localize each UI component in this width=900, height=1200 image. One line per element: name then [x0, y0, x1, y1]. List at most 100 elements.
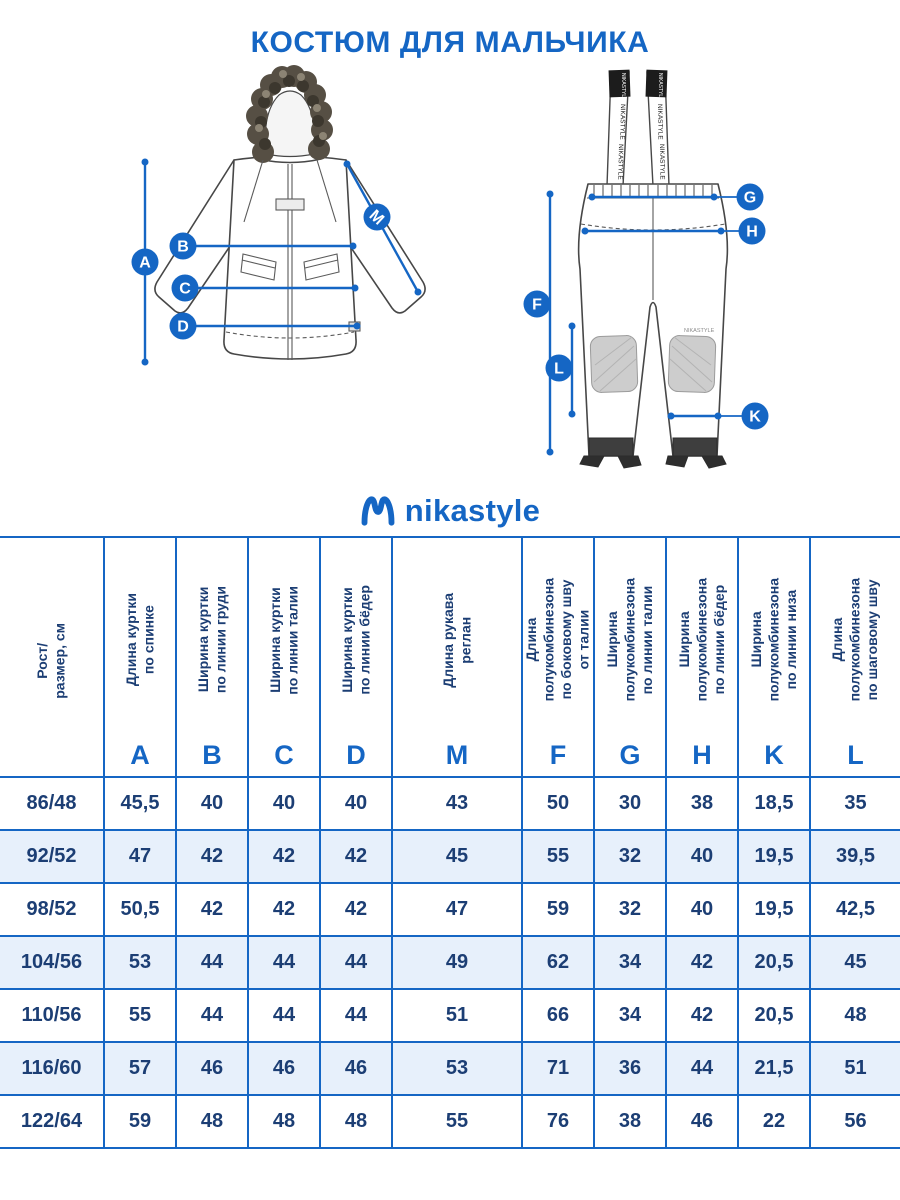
pants-diagram: NIKASTYLE NIKASTYLE NIKASTYLE NIKASTYLE …: [523, 69, 768, 469]
value-cell: 42: [249, 831, 321, 884]
column-header-c: Ширина куртки по линии талии C: [249, 538, 321, 778]
left-strap-text-2: NIKASTYLE: [616, 144, 624, 181]
badge-A-label: A: [139, 255, 151, 272]
table-row: 86/48 45,5 40 40 40 43 50 30 38 18,5 35: [0, 778, 900, 831]
column-header-h: Ширина полукомбинезона по линии бёдер H: [667, 538, 739, 778]
pants-leg-label: NIKASTYLE: [684, 328, 715, 334]
value-cell: 51: [393, 990, 523, 1043]
value-cell: 45: [393, 831, 523, 884]
right-suspender-patch: [645, 69, 667, 98]
value-cell: 46: [249, 1043, 321, 1096]
column-name: Ширина полукомбинезона по линии талии: [603, 578, 655, 702]
column-name: Ширина полукомбинезона по линии бёдер: [675, 578, 727, 702]
value-cell: 34: [595, 990, 667, 1043]
table-header: Рост/ размер, см Длина куртки по спинке …: [0, 538, 900, 778]
value-cell: 22: [739, 1096, 811, 1149]
value-cell: 55: [105, 990, 177, 1043]
value-cell: 45: [811, 937, 900, 990]
size-cell: 86/48: [0, 778, 105, 831]
size-cell: 98/52: [0, 884, 105, 937]
badge-G-label: G: [743, 190, 755, 207]
badge-A: [131, 248, 158, 276]
page-title: КОСТЮМ ДЛЯ МАЛЬЧИКА: [250, 26, 650, 59]
badge-D-label: D: [177, 319, 189, 336]
table-row: 116/60 57 46 46 46 53 71 36 44 21,5 51: [0, 1043, 900, 1096]
left-strap-text-1: NIKASTYLE: [618, 104, 626, 141]
column-name: Ширина куртки по линии груди: [194, 586, 229, 694]
badge-L: [545, 354, 572, 382]
brand-logo: nikastyle: [0, 486, 900, 536]
column-header-k: Ширина полукомбинезона по линии низа K: [739, 538, 811, 778]
column-header-d: Ширина куртки по линии бёдер D: [321, 538, 393, 778]
badge-F-label: F: [532, 297, 542, 314]
badge-L-label: L: [554, 361, 564, 378]
right-strap-text-1: NIKASTYLE: [656, 104, 664, 141]
column-name: Длина куртки по спинке: [122, 593, 157, 687]
value-cell: 42: [667, 937, 739, 990]
size-cell: 92/52: [0, 831, 105, 884]
right-patch-text: NIKASTYLE: [657, 73, 663, 101]
left-suspender-patch: [608, 69, 630, 98]
column-name: Длина рукава реглан: [439, 592, 474, 688]
column-letter: L: [847, 739, 864, 770]
badge-K: [741, 402, 768, 430]
value-cell: 44: [321, 990, 393, 1043]
cuffs: [578, 437, 727, 469]
jacket-chest-label: [274, 198, 305, 211]
row-header-cell: Рост/ размер, см: [0, 538, 105, 778]
table-row: 92/52 47 42 42 42 45 55 32 40 19,5 39,5: [0, 831, 900, 884]
value-cell: 42: [249, 884, 321, 937]
table-row: 110/56 55 44 44 44 51 66 34 42 20,5 48: [0, 990, 900, 1043]
jacket-right-pocket: [302, 253, 340, 281]
column-name: Ширина полукомбинезона по линии низа: [747, 578, 799, 702]
value-cell: 48: [249, 1096, 321, 1149]
measure-line-H: H: [581, 217, 765, 245]
value-cell: 38: [595, 1096, 667, 1149]
column-header-g: Ширина полукомбинезона по линии талии G: [595, 538, 667, 778]
value-cell: 44: [249, 937, 321, 990]
value-cell: 30: [595, 778, 667, 831]
value-cell: 47: [393, 884, 523, 937]
badge-B: [169, 232, 196, 260]
value-cell: 55: [523, 831, 595, 884]
column-letter: K: [764, 739, 784, 770]
jacket-diagram: A B C D: [131, 65, 426, 366]
column-name: Длина полукомбинезона по боковому шву от…: [523, 578, 592, 702]
value-cell: 43: [393, 778, 523, 831]
hood-fur-icon: [245, 65, 333, 163]
column-letter: G: [619, 739, 641, 770]
left-cuff: [588, 437, 633, 457]
value-cell: 44: [177, 990, 249, 1043]
value-cell: 42: [177, 831, 249, 884]
value-cell: 46: [321, 1043, 393, 1096]
table-row: 104/56 53 44 44 44 49 62 34 42 20,5 45: [0, 937, 900, 990]
column-letter: H: [692, 739, 712, 770]
measure-line-C: C: [171, 274, 358, 302]
nikastyle-m-icon: [361, 496, 395, 526]
value-cell: 44: [249, 990, 321, 1043]
badge-G: [736, 183, 763, 211]
value-cell: 46: [667, 1096, 739, 1149]
value-cell: 19,5: [739, 884, 811, 937]
value-cell: 48: [321, 1096, 393, 1149]
value-cell: 42: [177, 884, 249, 937]
right-cuff: [672, 437, 717, 457]
brand-name: nikastyle: [404, 493, 541, 528]
column-letter: F: [549, 739, 567, 770]
badge-C: [171, 274, 198, 302]
value-cell: 44: [667, 1043, 739, 1096]
value-cell: 76: [523, 1096, 595, 1149]
value-cell: 20,5: [739, 937, 811, 990]
value-cell: 49: [393, 937, 523, 990]
value-cell: 40: [321, 778, 393, 831]
size-cell: 122/64: [0, 1096, 105, 1149]
measure-line-D: D: [169, 312, 360, 340]
value-cell: 51: [811, 1043, 900, 1096]
value-cell: 53: [393, 1043, 523, 1096]
value-cell: 44: [177, 937, 249, 990]
left-patch-text: NIKASTYLE: [620, 73, 626, 101]
badge-H: [738, 217, 765, 245]
value-cell: 45,5: [105, 778, 177, 831]
column-letter: B: [202, 739, 222, 770]
badge-D: [169, 312, 196, 340]
